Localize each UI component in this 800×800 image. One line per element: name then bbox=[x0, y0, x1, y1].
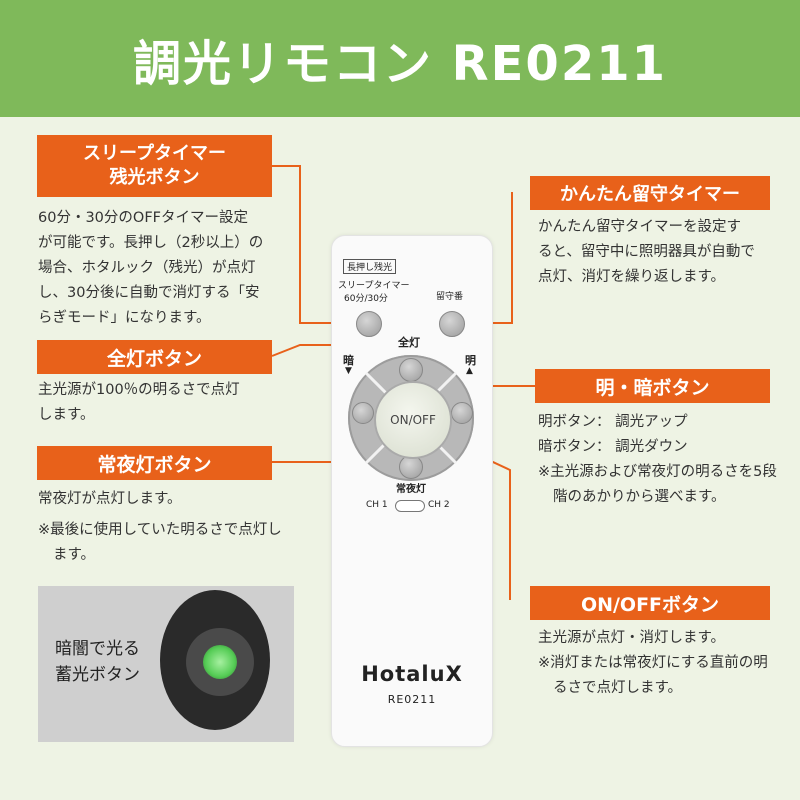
remote-ch2-label: CH 2 bbox=[428, 500, 450, 510]
glowing-onoff-icon bbox=[203, 645, 237, 679]
meian-desc: 明ボタン： 調光アップ 暗ボタン： 調光ダウン ※主光源および常夜灯の明るさを5… bbox=[538, 414, 777, 505]
zenko-button[interactable] bbox=[399, 358, 423, 382]
remote-sleep-label: スリープタイマー bbox=[338, 281, 410, 291]
rusu-desc: かんたん留守タイマーを設定す ると、留守中に照明器具が自動で 点灯、消灯を繰り返… bbox=[538, 219, 755, 285]
inset-caption: 暗闇で光る 蓄光ボタン bbox=[55, 639, 140, 685]
remote-mei-arrow: ▲ bbox=[466, 366, 473, 376]
remote-tag: 長押し残光 bbox=[343, 259, 397, 274]
onoff-button[interactable]: ON/OFF bbox=[374, 381, 452, 459]
an-button[interactable] bbox=[352, 402, 374, 424]
meian-label: 明・暗ボタン bbox=[535, 369, 770, 403]
model-number: RE0211 bbox=[387, 693, 437, 706]
sleep-timer-button[interactable] bbox=[356, 311, 382, 337]
brand-logo: HotaluX bbox=[361, 662, 463, 686]
remote-an-label: 暗 bbox=[343, 354, 354, 367]
page-title: 調光リモコン RE0211 bbox=[132, 35, 668, 92]
zenko-desc: 主光源が100％の明るさで点灯 します。 bbox=[38, 382, 240, 423]
remote-sleep-values: 60分/30分 bbox=[344, 294, 388, 304]
title-banner: 調光リモコン RE0211 bbox=[0, 0, 800, 117]
onoff-desc: 主光源が点灯・消灯します。 ※消灯または常夜灯にする直前の明るさで点灯します。 bbox=[538, 630, 768, 696]
sleep-timer-desc: 60分・30分のOFFタイマー設定 が可能です。長押し（2秒以上）の 場合、ホタ… bbox=[38, 210, 264, 326]
channel-switch[interactable] bbox=[395, 500, 425, 512]
zenko-label: 全灯ボタン bbox=[37, 340, 272, 374]
joya-desc: 常夜灯が点灯します。 ※最後に使用していた明るさで点灯します。 bbox=[38, 491, 282, 563]
onoff-button-label: ON/OFF bbox=[390, 413, 436, 427]
joya-button[interactable] bbox=[399, 455, 423, 479]
onoff-label: ON/OFFボタン bbox=[530, 586, 770, 620]
remote-an-arrow: ▼ bbox=[345, 366, 352, 376]
joya-label: 常夜灯ボタン bbox=[37, 446, 272, 480]
rusu-timer-button[interactable] bbox=[439, 311, 465, 337]
rusu-label: かんたん留守タイマー bbox=[530, 176, 770, 210]
remote-rusu-label: 留守番 bbox=[436, 292, 464, 302]
remote-mei-label: 明 bbox=[465, 354, 476, 367]
remote-ch1-label: CH 1 bbox=[366, 500, 388, 510]
remote-zenko-label: 全灯 bbox=[398, 336, 420, 349]
sleep-timer-label: スリープタイマー 残光ボタン bbox=[37, 135, 272, 197]
mei-button[interactable] bbox=[451, 402, 473, 424]
remote-joya-label: 常夜灯 bbox=[396, 484, 426, 495]
